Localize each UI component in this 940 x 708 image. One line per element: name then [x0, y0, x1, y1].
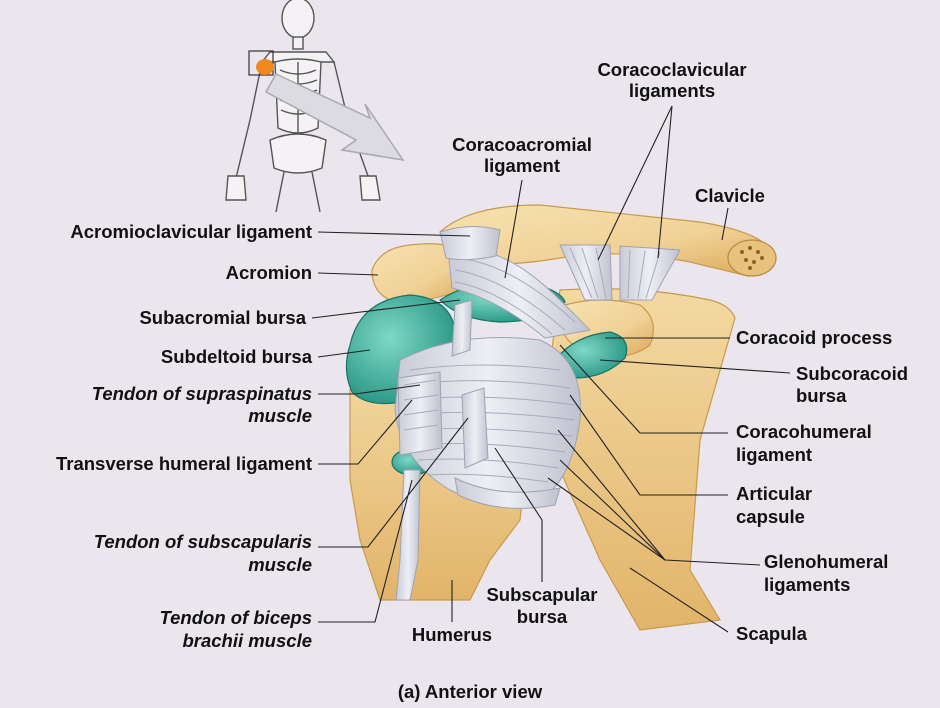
label-coracohumeral-2: ligament — [736, 444, 812, 465]
label-subscapular-2: bursa — [517, 606, 568, 627]
label-coracoacromial-2: ligament — [484, 155, 560, 176]
leader-lines — [311, 105, 791, 633]
label-coracoclavicular: Coracoclavicular — [597, 59, 746, 80]
clavicle-pores — [740, 246, 764, 270]
biceps-tendon — [395, 469, 421, 601]
lower-capsule — [454, 477, 561, 509]
label-transverse: Transverse humeral ligament — [56, 453, 312, 474]
highlight-box — [248, 50, 274, 76]
zoom-arrow — [264, 73, 405, 162]
label-coracoacromial: Coracoacromial — [452, 134, 592, 155]
label-biceps-2: brachii muscle — [182, 630, 312, 651]
acromioclavicular-ligament — [439, 226, 501, 261]
label-coracohumeral: Coracohumeral — [736, 421, 872, 442]
label-coracoid: Coracoid process — [736, 327, 892, 348]
label-subscapular: Subscapular — [486, 584, 597, 605]
label-subcoracoid-2: bursa — [796, 385, 847, 406]
label-articular: Articular — [736, 483, 812, 504]
label-glenohumeral-2: ligaments — [764, 574, 850, 595]
shoulder-highlight — [256, 59, 274, 75]
label-supraspinatus: Tendon of supraspinatus — [92, 383, 312, 404]
subscapularis-tendon — [461, 387, 489, 469]
coracoclavicular-ligament-conoid — [619, 245, 681, 301]
transverse-humeral-ligament — [397, 371, 443, 456]
label-subcoracoid: Subcoracoid — [796, 363, 908, 384]
label-articular-2: capsule — [736, 506, 805, 527]
label-scapula: Scapula — [736, 623, 808, 644]
label-coracoclavicular-2: ligaments — [629, 80, 715, 101]
label-biceps: Tendon of biceps — [160, 607, 312, 628]
label-subscapularis-2: muscle — [248, 554, 312, 575]
label-supraspinatus-2: muscle — [248, 405, 312, 426]
figure-caption: (a) Anterior view — [398, 681, 543, 702]
label-subacromial: Subacromial bursa — [139, 307, 306, 328]
label-subscapularis: Tendon of subscapularis — [94, 531, 312, 552]
label-subdeltoid: Subdeltoid bursa — [161, 346, 313, 367]
clavicle-end — [727, 239, 777, 277]
supraspinatus-tendon — [451, 299, 473, 357]
label-humerus: Humerus — [412, 624, 492, 645]
label-clavicle: Clavicle — [695, 185, 765, 206]
label-acromion: Acromion — [226, 262, 312, 283]
label-acromioclavicular: Acromioclavicular ligament — [70, 221, 312, 242]
label-glenohumeral: Glenohumeral — [764, 551, 888, 572]
